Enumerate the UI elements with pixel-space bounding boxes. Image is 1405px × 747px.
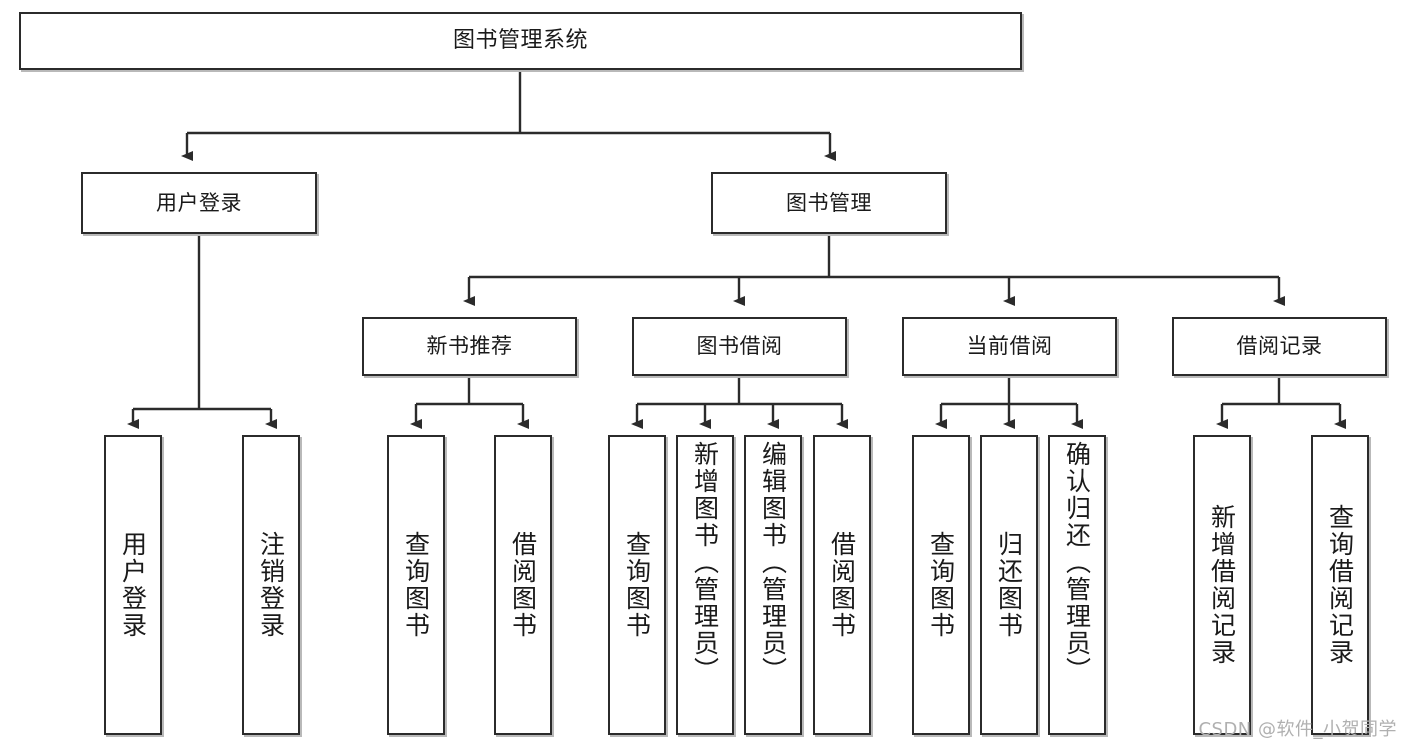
leaf-label: 查询图书: [926, 531, 956, 639]
leaf-label: 编辑图书（管理员）: [758, 441, 788, 684]
node-current-borrow[interactable]: 当前借阅: [902, 317, 1117, 376]
node-label: 图书管理: [786, 190, 872, 215]
leaf-label: 注销登录: [256, 531, 286, 639]
leaf-borrow-book-new[interactable]: 借阅图书: [494, 435, 552, 735]
leaf-label: 查询图书: [622, 531, 652, 639]
node-root-system[interactable]: 图书管理系统: [19, 12, 1022, 70]
node-new-book-recommend[interactable]: 新书推荐: [362, 317, 577, 376]
leaf-user-login[interactable]: 用户登录: [104, 435, 162, 735]
node-label: 新书推荐: [426, 334, 513, 359]
node-label: 当前借阅: [966, 334, 1053, 359]
node-label: 图书借阅: [696, 334, 783, 359]
leaf-return-book[interactable]: 归还图书: [980, 435, 1038, 735]
leaf-query-book-new[interactable]: 查询图书: [387, 435, 445, 735]
node-user-login[interactable]: 用户登录: [81, 172, 317, 234]
leaf-label: 确认归还（管理员）: [1062, 441, 1092, 684]
leaf-label: 用户登录: [118, 531, 148, 639]
leaf-edit-book-admin[interactable]: 编辑图书（管理员）: [744, 435, 802, 735]
leaf-label: 借阅图书: [827, 531, 857, 639]
leaf-logout[interactable]: 注销登录: [242, 435, 300, 735]
leaf-borrow-book[interactable]: 借阅图书: [813, 435, 871, 735]
node-label: 用户登录: [156, 190, 242, 215]
leaf-query-book-borrow[interactable]: 查询图书: [608, 435, 666, 735]
leaf-query-borrow-record[interactable]: 查询借阅记录: [1311, 435, 1369, 735]
leaf-query-book-current[interactable]: 查询图书: [912, 435, 970, 735]
leaf-label: 借阅图书: [508, 531, 538, 639]
leaf-label: 查询图书: [401, 531, 431, 639]
node-book-borrow[interactable]: 图书借阅: [632, 317, 847, 376]
leaf-add-borrow-record[interactable]: 新增借阅记录: [1193, 435, 1251, 735]
watermark: CSDN @软件_小贺同学: [1198, 719, 1397, 740]
leaf-confirm-return-admin[interactable]: 确认归还（管理员）: [1048, 435, 1106, 735]
node-borrow-record[interactable]: 借阅记录: [1172, 317, 1387, 376]
leaf-label: 归还图书: [994, 531, 1024, 639]
node-label: 借阅记录: [1236, 334, 1323, 359]
node-label: 图书管理系统: [452, 28, 588, 54]
leaf-label: 新增图书（管理员）: [690, 441, 720, 684]
node-book-management[interactable]: 图书管理: [711, 172, 947, 234]
leaf-add-book-admin[interactable]: 新增图书（管理员）: [676, 435, 734, 735]
leaf-label: 查询借阅记录: [1325, 504, 1355, 666]
leaf-label: 新增借阅记录: [1207, 504, 1237, 666]
